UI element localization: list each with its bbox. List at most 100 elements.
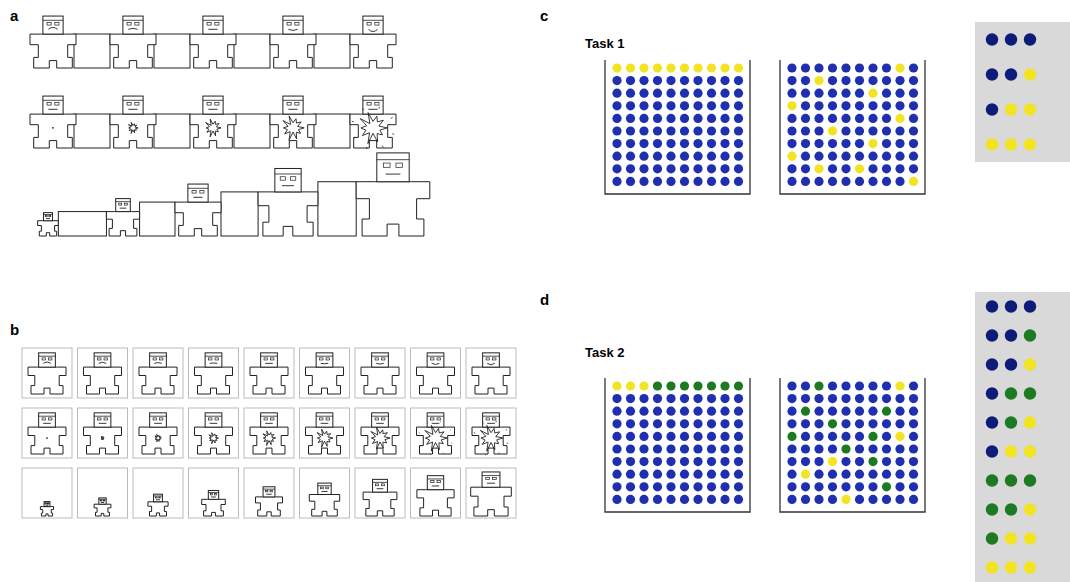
marble — [855, 432, 864, 441]
marble — [639, 495, 648, 504]
marble — [653, 164, 662, 173]
marble — [680, 495, 689, 504]
sam-frame — [355, 408, 405, 458]
figure-mouth — [43, 362, 51, 363]
marble — [801, 164, 810, 173]
marble — [801, 101, 810, 110]
figure-head — [318, 483, 331, 494]
figure-eye — [486, 418, 489, 420]
marble — [653, 177, 662, 186]
marble — [909, 381, 918, 390]
arousal-ray — [440, 421, 441, 423]
figure-eye — [209, 418, 212, 420]
marble — [828, 470, 837, 479]
sample-marble — [986, 561, 998, 573]
marble — [666, 152, 675, 161]
marble — [639, 419, 648, 428]
figure-eye — [215, 418, 218, 420]
marble — [693, 89, 702, 98]
figure-eye — [271, 418, 274, 420]
marble — [855, 444, 864, 453]
marble — [707, 470, 716, 479]
marble — [841, 381, 850, 390]
marble — [909, 126, 918, 135]
sam-frame — [411, 408, 461, 458]
figure-mouth — [376, 363, 384, 365]
marble — [626, 394, 635, 403]
marble — [855, 139, 864, 148]
marble — [909, 419, 918, 428]
figure-mouth — [210, 423, 218, 424]
marble — [734, 177, 743, 186]
marble — [734, 394, 743, 403]
figure-eye — [437, 358, 440, 360]
sample-marble — [1005, 474, 1017, 486]
figure-hair — [43, 214, 52, 215]
arousal-burst — [425, 426, 447, 452]
marble — [868, 63, 877, 72]
marble — [909, 89, 918, 98]
figure-head — [123, 16, 143, 34]
figure-hair — [261, 416, 278, 417]
cartoon-figure — [356, 153, 430, 236]
marble — [720, 101, 729, 110]
marble — [787, 177, 796, 186]
marble — [707, 126, 716, 135]
marble — [653, 101, 662, 110]
arousal-burst — [128, 122, 138, 133]
arousal-ray — [392, 133, 394, 135]
marble — [626, 89, 635, 98]
marble — [639, 394, 648, 403]
marble — [868, 495, 877, 504]
marble — [882, 164, 891, 173]
blank-box — [314, 114, 350, 148]
marble — [680, 164, 689, 173]
figure-body — [417, 490, 454, 516]
marble — [693, 444, 702, 453]
figure-mouth — [193, 197, 202, 198]
marble — [612, 89, 621, 98]
figure-hair — [483, 356, 500, 357]
marble — [814, 114, 823, 123]
marble — [626, 470, 635, 479]
sample-marble — [1024, 358, 1036, 370]
figure-eye — [48, 503, 49, 505]
panel-letter: a — [10, 8, 18, 25]
marble — [855, 164, 864, 173]
figure-head — [372, 413, 389, 427]
marble — [612, 177, 621, 186]
marble — [653, 76, 662, 85]
marble — [612, 76, 621, 85]
marble — [828, 101, 837, 110]
figure-body — [148, 502, 168, 516]
figure-mouth — [48, 27, 57, 29]
cartoon-figure — [417, 476, 454, 516]
sample-marble — [1024, 329, 1036, 341]
figure-eye — [287, 102, 291, 105]
marble — [666, 101, 675, 110]
figure-head — [316, 413, 333, 427]
sample-marble — [1024, 445, 1036, 457]
arousal-ray — [474, 432, 475, 433]
marble — [653, 495, 662, 504]
marble — [882, 470, 891, 479]
marble — [666, 126, 675, 135]
marble — [841, 101, 850, 110]
figure-head — [427, 476, 443, 490]
figure-head — [373, 479, 388, 492]
marble — [626, 63, 635, 72]
figure-mouth — [487, 483, 495, 484]
figure-eye — [49, 215, 51, 216]
marble — [882, 152, 891, 161]
marble — [882, 495, 891, 504]
marble — [680, 126, 689, 135]
figure-mouth — [101, 502, 104, 503]
blank-box — [74, 114, 110, 148]
figure-eye — [47, 22, 51, 25]
figure-body — [30, 34, 76, 68]
figure-body — [309, 495, 339, 517]
figure-eye — [375, 418, 378, 420]
arousal-ray — [353, 137, 355, 139]
marble — [720, 444, 729, 453]
marble — [909, 495, 918, 504]
